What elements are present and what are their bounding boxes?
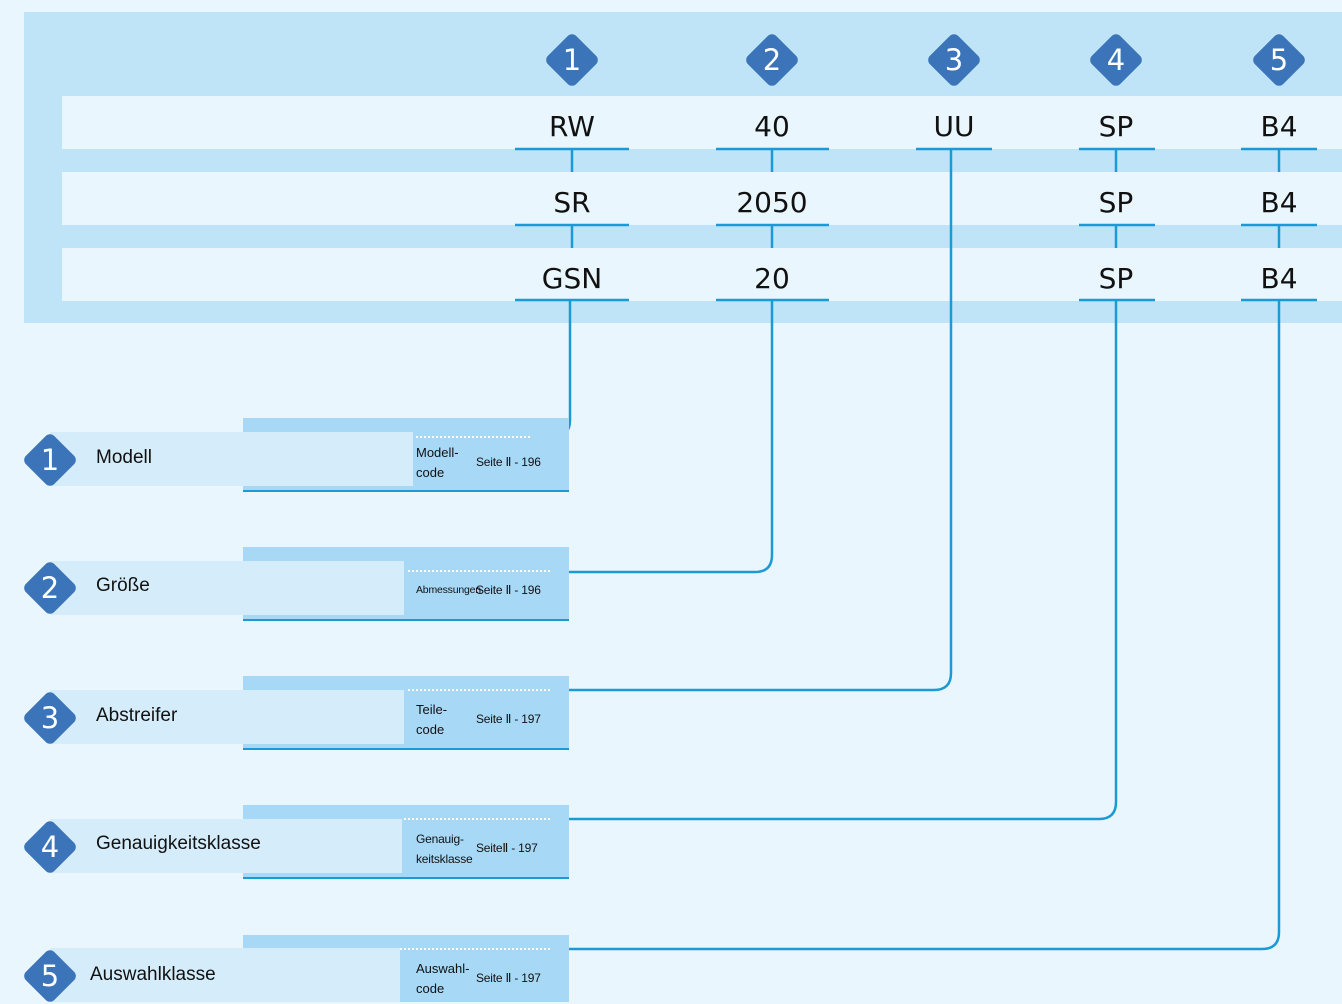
page-ref-5: Seite Ⅱ - 197	[476, 971, 541, 985]
legend-desc-4: Genauig-keitsklasse	[416, 832, 473, 866]
dotted-leader	[404, 818, 550, 820]
dotted-leader	[408, 570, 550, 572]
leader-line-2	[550, 300, 774, 574]
code-cell: 40	[754, 110, 790, 143]
leader-line-3	[550, 149, 953, 692]
code-row-2	[62, 172, 1342, 225]
legend-4-badge: 4	[21, 818, 79, 876]
legend-desc-3: Teile-code	[416, 702, 448, 737]
page-ref-2: Seite Ⅱ - 196	[476, 583, 541, 597]
code-cell: B4	[1260, 110, 1298, 143]
legend-desc-5: Auswahl-code	[416, 961, 470, 996]
legend-strip-2	[50, 561, 404, 615]
legend-strip-5	[50, 948, 400, 1002]
leader-line-5	[550, 300, 1281, 951]
legend-strip-3	[50, 690, 404, 744]
page-ref-4: SeiteⅡ - 197	[476, 841, 538, 855]
page-ref-3: Seite Ⅱ - 197	[476, 712, 541, 726]
legend-5-badge: 5	[21, 947, 79, 1004]
column-2-badge: 2	[743, 31, 801, 89]
column-1-badge: 1	[543, 31, 601, 89]
code-cell: 20	[754, 262, 790, 295]
legend-3-badge: 3	[21, 689, 79, 747]
legend-2-badge: 2	[21, 559, 79, 617]
legend-label-5: Auswahlklasse	[90, 964, 216, 985]
code-cell: RW	[548, 110, 595, 143]
legend-1-badge: 1	[21, 431, 79, 489]
code-cell: GSN	[541, 262, 603, 295]
code-cell: SP	[1098, 110, 1134, 143]
code-cell: UU	[933, 110, 975, 143]
leader-line-1	[532, 300, 572, 439]
code-cell: SP	[1098, 262, 1134, 295]
code-row-3	[62, 248, 1342, 301]
dotted-leader	[400, 948, 550, 950]
legend-desc-1: Modell-code	[416, 445, 459, 480]
code-cell: SR	[553, 186, 591, 219]
legend-desc-2: Abmessungen	[416, 584, 481, 596]
column-5-badge: 5	[1250, 31, 1308, 89]
legend-label-3: Abstreifer	[96, 705, 178, 726]
code-row-1	[62, 96, 1342, 149]
legend-label-4: Genauigkeitsklasse	[96, 833, 261, 854]
column-4-badge: 4	[1087, 31, 1145, 89]
leader-line-4	[550, 300, 1118, 821]
column-3-badge: 3	[925, 31, 983, 89]
code-cell: B4	[1260, 186, 1298, 219]
dotted-leader	[408, 689, 550, 691]
code-cell: B4	[1260, 262, 1298, 295]
code-cell: SP	[1098, 186, 1134, 219]
legend-label-2: Größe	[96, 575, 150, 596]
legend-strip-4	[50, 819, 402, 873]
legend-label-1: Modell	[96, 447, 152, 468]
dotted-leader	[416, 436, 530, 438]
code-cell: 2050	[736, 186, 808, 219]
page-ref-1: Seite Ⅱ - 196	[476, 455, 541, 469]
legend-strip-1	[50, 432, 413, 486]
